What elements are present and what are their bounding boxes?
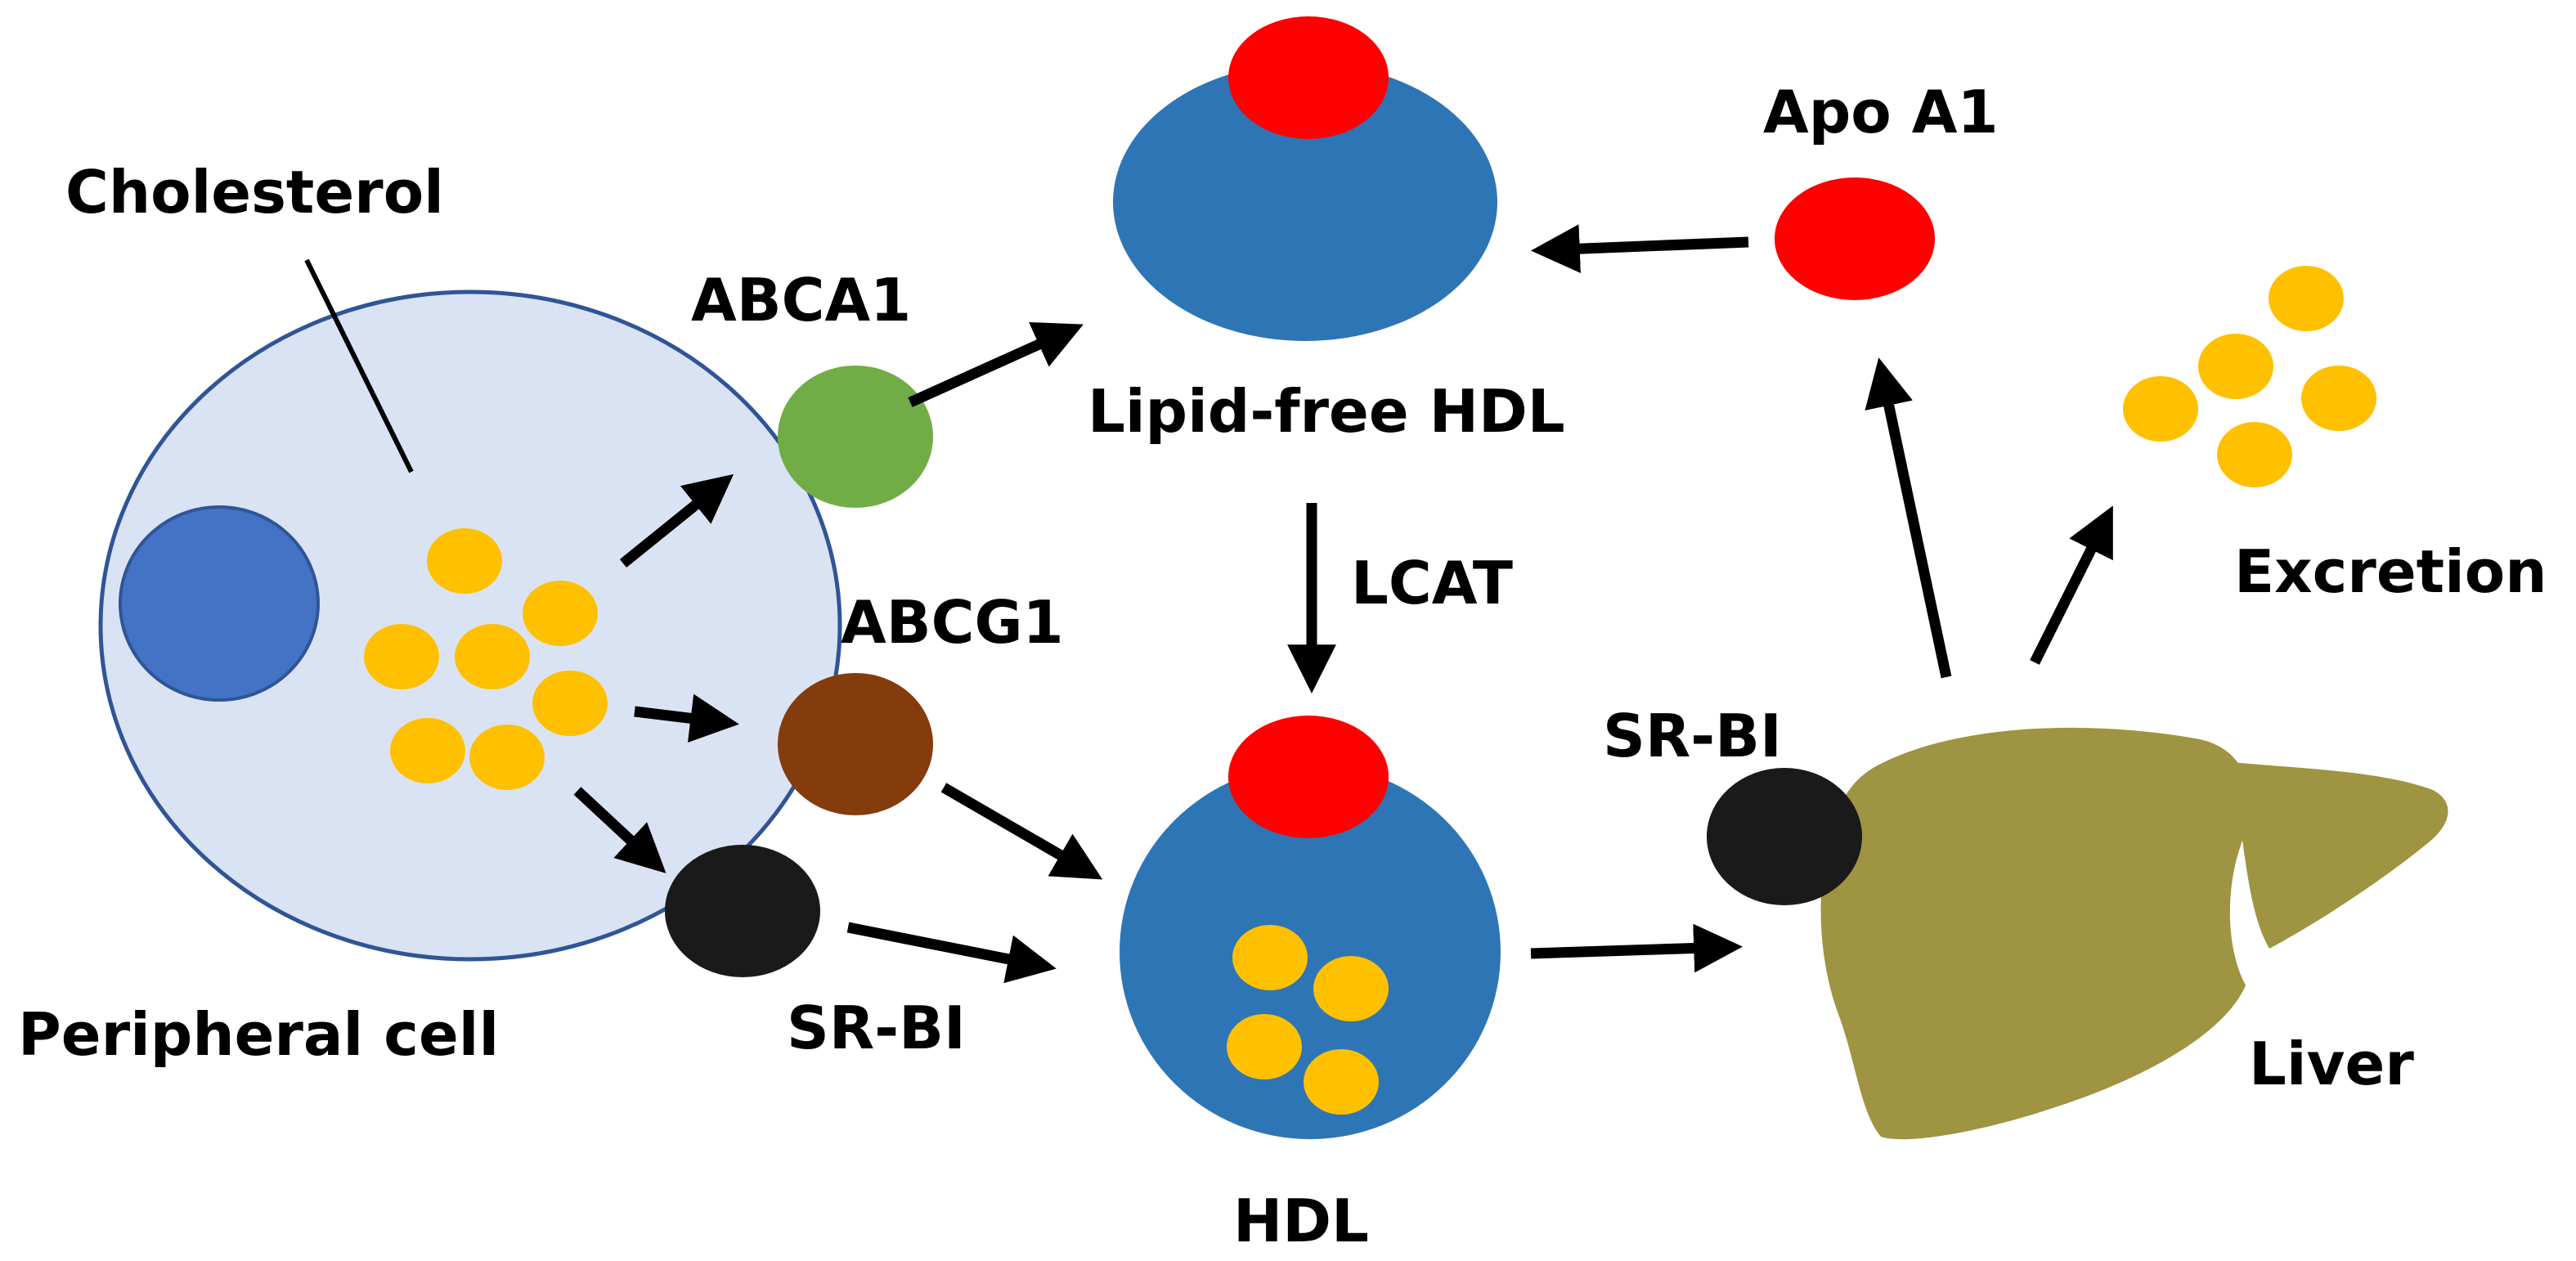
cholesterol-droplet <box>2198 334 2273 399</box>
label-srbi-cell: SR-BI <box>787 994 966 1062</box>
label-peripheral-cell: Peripheral cell <box>18 1000 499 1069</box>
cholesterol-droplet <box>390 718 465 783</box>
cholesterol-droplet <box>2269 266 2344 331</box>
apo-a1-protein <box>1775 177 1935 300</box>
excreted-cholesterol-cluster <box>2123 266 2376 487</box>
arrow-abca1-to-lipid-free-hdl <box>908 321 1084 407</box>
diagram-labels: Cholesterol Peripheral cell ABCA1 ABCG1 … <box>18 78 2547 1255</box>
lipid-free-hdl-apoa1-cap <box>1228 16 1389 139</box>
cholesterol-droplet <box>2217 422 2292 487</box>
hdl-particle <box>1120 716 1501 1139</box>
cholesterol-droplet <box>1313 956 1389 1021</box>
cholesterol-droplet <box>364 624 439 689</box>
label-srbi-liver: SR-BI <box>1603 702 1782 770</box>
arrow-liver-to-excretion <box>2030 505 2113 665</box>
cholesterol-droplet <box>523 581 598 646</box>
liver-organ <box>1820 727 2448 1140</box>
cholesterol-droplet <box>1232 925 1308 990</box>
arrow-cholesterol-to-abca1 <box>619 473 734 568</box>
peripheral-cell <box>98 258 842 962</box>
label-lcat: LCAT <box>1351 549 1513 617</box>
liver-right-lobe <box>1820 727 2249 1140</box>
arrow-hdl-to-liver-srbi <box>1530 923 1743 973</box>
cholesterol-pointer-line <box>304 258 414 473</box>
lipid-free-hdl-body <box>1113 63 1497 341</box>
cell-nucleus <box>119 505 320 702</box>
label-abcg1: ABCG1 <box>841 588 1064 657</box>
lipid-free-hdl-particle <box>1113 16 1497 341</box>
pathway-arrows <box>573 224 2113 984</box>
cell-membrane <box>98 289 842 962</box>
cholesterol-droplet <box>1227 1014 1302 1079</box>
label-hdl: HDL <box>1233 1187 1369 1255</box>
label-cholesterol: Cholesterol <box>65 158 444 227</box>
arrow-abcg1-to-hdl <box>940 783 1103 880</box>
abca1-transporter <box>778 366 933 508</box>
srbi-transporter-cell <box>665 845 820 977</box>
label-excretion: Excretion <box>2234 537 2547 606</box>
arrow-apoa1-to-lipid-free-hdl <box>1531 224 1749 274</box>
hdl-apoa1-cap <box>1228 716 1389 838</box>
cholesterol-droplet <box>2301 366 2376 431</box>
hdl-cholesterol-cluster <box>1227 925 1389 1115</box>
cholesterol-droplet <box>469 725 545 790</box>
label-abca1: ABCA1 <box>691 266 911 334</box>
arrow-srbi-to-hdl <box>846 922 1057 984</box>
arrow-cholesterol-to-abcg1 <box>634 693 739 743</box>
liver-left-lobe <box>2233 762 2448 949</box>
arrow-liver-to-apoa1 <box>1865 357 1952 679</box>
label-apo-a1: Apo A1 <box>1763 78 1999 146</box>
cholesterol-droplet <box>1304 1049 1379 1115</box>
cholesterol-droplet <box>532 671 608 736</box>
label-liver: Liver <box>2249 1030 2414 1098</box>
abcg1-transporter <box>778 673 933 815</box>
label-lipid-free-hdl: Lipid-free HDL <box>1088 377 1565 446</box>
hdl-body <box>1120 765 1501 1139</box>
cholesterol-droplet <box>455 624 530 689</box>
arrow-cholesterol-to-srbi <box>573 787 666 873</box>
srbi-transporter-liver <box>1707 768 1862 905</box>
intracellular-cholesterol-cluster <box>364 528 608 790</box>
cholesterol-droplet <box>427 528 502 594</box>
cholesterol-droplet <box>2123 376 2198 442</box>
